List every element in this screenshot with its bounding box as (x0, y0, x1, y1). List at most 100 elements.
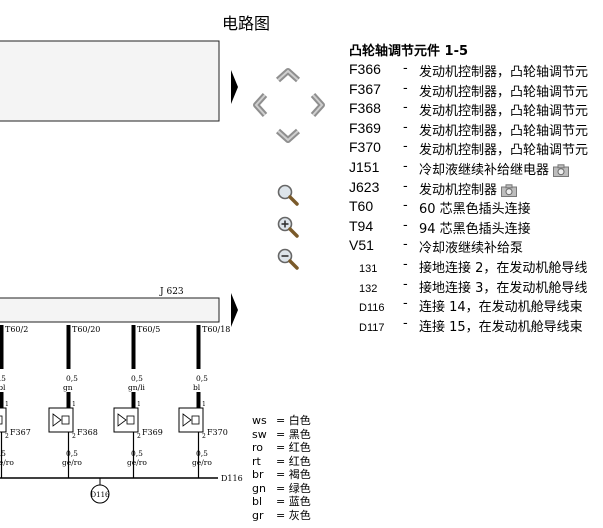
wire-segment (196, 392, 201, 408)
wire-key-item: sw= 黑色 (252, 427, 311, 441)
zoom-out-icon[interactable] (276, 247, 300, 271)
wire-color: ge/ro (62, 458, 82, 467)
pin-label: T60/20 (72, 325, 100, 334)
legend-item[interactable]: D117 -连接 15，在发动机舱导线束 (349, 316, 603, 336)
pin-number: 2 (202, 433, 206, 440)
wire-key-name: 白色 (288, 414, 311, 427)
legend-dash: - (403, 237, 408, 253)
pin-number: 1 (137, 401, 141, 408)
legend-desc: 发动机控制器，凸轮轴调节元 (419, 143, 589, 159)
pin-number: 2 (137, 433, 141, 440)
legend-dash: - (403, 100, 408, 116)
pin-label: T60/5 (137, 325, 160, 334)
legend-item[interactable]: T94-94 芯黑色插头连接 (349, 218, 603, 238)
wire-key-name: 灰色 (288, 508, 311, 522)
legend-item[interactable]: T60-60 芯黑色插头连接 (349, 198, 603, 218)
wire-key-item: ws= 白色 (252, 414, 311, 427)
legend-item[interactable]: 132-接地连接 3，在发动机舱导线 (349, 277, 603, 297)
wire-segment (196, 325, 201, 369)
camera-icon[interactable] (501, 183, 518, 197)
legend-desc: 连接 15，在发动机舱导线束 (419, 319, 583, 335)
legend-item[interactable]: J623-发动机控制器 (349, 179, 603, 199)
legend-desc: 接地连接 3，在发动机舱导线 (419, 280, 588, 296)
pin-number: 1 (202, 401, 206, 408)
legend-dash: - (403, 178, 408, 194)
wire-color: ge/ro (0, 458, 14, 467)
chevron-right-icon[interactable] (304, 92, 330, 118)
legend-dash: - (403, 276, 408, 292)
wire-key-code: rt (252, 454, 261, 468)
legend-code: F368 (349, 100, 381, 117)
controller-label: J 623 (159, 287, 184, 297)
wire-key-item: bl= 蓝色 (252, 495, 311, 508)
wire-size: 0,5 (0, 449, 6, 458)
magnifier-icon[interactable] (276, 183, 300, 207)
wire-key-code: gr (252, 508, 264, 522)
component-label: F370 (207, 428, 228, 437)
wire-color: bl (193, 383, 201, 392)
valve-coil (61, 415, 70, 425)
expand-right-arrow[interactable] (231, 70, 238, 104)
legend-item[interactable]: F370-发动机控制器，凸轮轴调节元 (349, 139, 603, 159)
wire-key-item: ro= 红色 (252, 441, 311, 454)
wire-color: ge/ro (127, 458, 147, 467)
legend-desc: 发动机控制器，凸轮轴调节元 (419, 123, 589, 139)
valve-symbol (52, 413, 62, 427)
splice-node (90, 484, 110, 504)
chevron-up-icon[interactable] (275, 63, 301, 89)
legend-item[interactable]: F368 -发动机控制器，凸轮轴调节元 (349, 100, 603, 120)
wire-size: 0,5 (196, 449, 208, 458)
wire-segment (66, 325, 71, 369)
valve-coil (0, 415, 3, 425)
legend-item[interactable]: F366-发动机控制器，凸轮轴调节元 (349, 61, 603, 81)
wire-key-name: 褐色 (288, 468, 311, 481)
legend-desc: 发动机控制器，凸轮轴调节元 (419, 104, 589, 120)
wire-size: 0,5 (66, 374, 78, 383)
camera-icon[interactable] (553, 164, 570, 177)
legend-item[interactable]: F369-发动机控制器，凸轮轴调节元 (349, 120, 603, 140)
wire-segment (131, 325, 136, 369)
legend-code: F366 (349, 61, 381, 77)
chevron-left-icon[interactable] (248, 92, 274, 118)
wire-color: gn/li (128, 383, 146, 392)
valve-symbol (117, 413, 127, 427)
legend-title: 凸轮轴调节元件 1-5 (349, 44, 469, 59)
legend-code: D116 (359, 302, 385, 315)
legend-item[interactable]: D116-连接 14，在发动机舱导线束 (349, 296, 603, 316)
upper-component-box (0, 40, 220, 122)
splice-node-label: D116 (91, 491, 111, 499)
pin-number: 2 (72, 433, 76, 440)
legend-dash: - (403, 119, 408, 135)
chevron-down-icon[interactable] (275, 122, 301, 148)
legend-dash: - (403, 256, 408, 272)
wire-color: gn (63, 383, 73, 392)
expand-right-arrow-2[interactable] (231, 293, 238, 327)
component-label: F368 (77, 428, 98, 437)
legend-desc: 冷却液继续补给继电器 (419, 159, 570, 178)
wire-key-item: rt= 红色 (252, 454, 311, 468)
legend-desc: 接地连接 2，在发动机舱导线 (419, 260, 588, 276)
legend-dash: - (403, 217, 408, 233)
zoom-in-icon[interactable] (276, 215, 300, 239)
wire-key-item: gr= 灰色 (252, 508, 311, 522)
legend-code: J623 (349, 178, 380, 195)
legend-dash: - (403, 315, 408, 331)
wire-key-code: br (252, 468, 264, 481)
legend-item[interactable]: J151-冷却液继续补给继电器 (349, 159, 603, 179)
wire-key-name: 绿色 (288, 481, 311, 495)
valve-symbol (182, 413, 192, 427)
legend-code: T60 (349, 198, 374, 215)
wire-size: 0,5 (196, 374, 208, 383)
legend-item[interactable]: V51-冷却液继续补给泵 (349, 237, 603, 257)
legend-item[interactable]: F367-发动机控制器，凸轮轴调节元 (349, 81, 603, 101)
wire-segment (66, 392, 71, 408)
valve-coil (191, 415, 200, 425)
legend-desc: 发动机控制器，凸轮轴调节元 (419, 84, 589, 100)
legend-code: D117 (359, 321, 385, 334)
legend-item[interactable]: 131-接地连接 2，在发动机舱导线 (349, 257, 603, 277)
legend-desc: 60 芯黑色插头连接 (419, 202, 531, 218)
wires-group: T60/20,5vbl12F3670,5ge/roT60/200,5gn12F3… (0, 325, 230, 478)
legend-desc: 连接 14，在发动机舱导线束 (419, 300, 583, 316)
wire-key-code: bl (252, 495, 263, 508)
